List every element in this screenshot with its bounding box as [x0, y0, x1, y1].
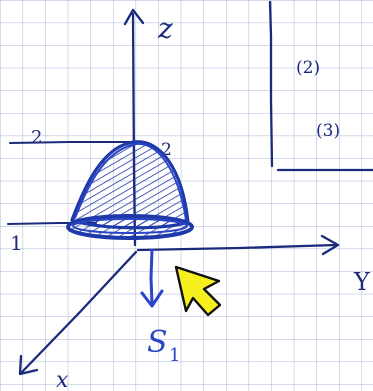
x-axis-arrowhead [18, 354, 39, 376]
side-panel-entry-1: (2) [296, 58, 320, 78]
normal-arrowhead [140, 289, 164, 308]
side-panel-entry-2: (3) [316, 121, 340, 141]
cursor-arrow-shape [174, 265, 222, 317]
x-axis-label: x [56, 368, 69, 391]
tick-label-bottom-left: 1 [10, 231, 23, 255]
tick-label-top-left: 2 [31, 127, 42, 148]
tick-line-2 [9, 141, 135, 144]
side-panel-border [268, 0, 373, 172]
y-axis-arrowhead [320, 234, 340, 256]
normal-arrow-line [149, 248, 154, 305]
paraboloid-surface [66, 140, 194, 240]
x-axis-line [20, 250, 138, 374]
pointer-cursor-icon [174, 265, 222, 317]
surface-normal: S 1 [140, 248, 180, 366]
side-panel: (2) (3) [268, 0, 373, 172]
paraboloid-dome-outline-overdraw [74, 142, 187, 221]
z-tick-label: 2 [161, 140, 172, 160]
x-axis: x [18, 250, 138, 391]
surface-label: S [147, 325, 168, 360]
surface-label-subscript: 1 [169, 345, 180, 366]
z-axis-arrowhead [123, 8, 145, 26]
y-axis-line [136, 243, 338, 252]
paraboloid-base-rim [72, 218, 188, 234]
y-axis-label: Y [353, 268, 371, 296]
y-axis: Y [136, 234, 371, 296]
z-axis-label: z [157, 12, 173, 45]
